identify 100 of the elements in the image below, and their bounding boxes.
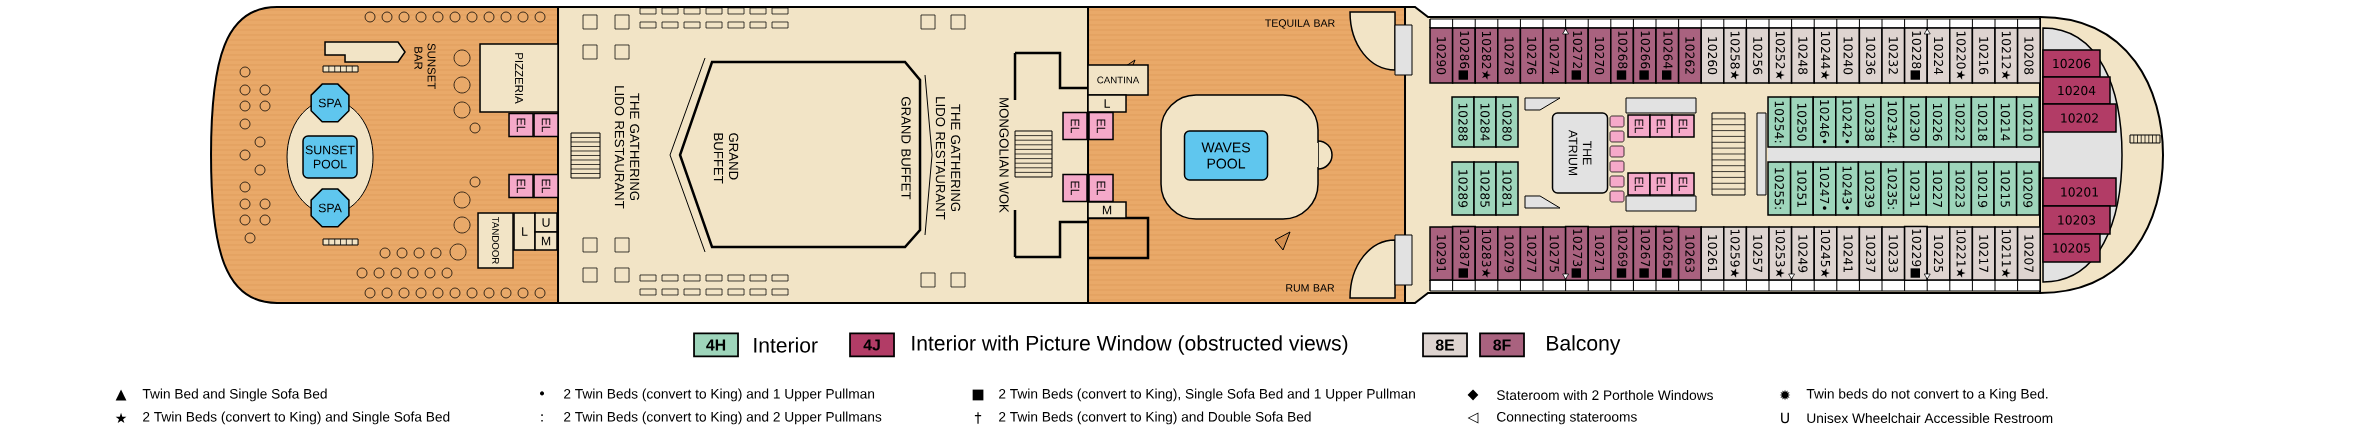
venue-label: THE GATHERING LIDO RESTAURANT [935,97,961,220]
elevator-box: EL [1088,111,1114,141]
pool: SUNSET POOL [302,135,358,179]
elevator-box: EL [1088,173,1114,203]
stateroom: 10278 [1497,27,1522,84]
stateroom: 10279 [1497,226,1522,281]
stateroom: 10212★ [1994,27,2019,84]
restroom-box: U [534,212,558,233]
stateroom: 10214 [1993,96,2018,148]
buffet-area: GRAND BUFFET GRAND BUFFET [669,57,933,253]
venue-label: SUNSET BAR [414,43,436,90]
stateroom: 10264■ [1655,27,1680,84]
stateroom: 10235: [1880,161,1905,216]
stateroom: 10246• [1812,96,1837,148]
legend-text: 2 Twin Beds (convert to King) and Single Sofa Bed [143,411,450,425]
elevator-box: EL [1627,114,1651,138]
stateroom: 10202 [2042,103,2117,133]
venue-label: TEQUILA BAR [1265,19,1335,29]
stateroom: 10223 [1948,161,1973,216]
legend-text: Twin beds do not convert to a King Bed. [1806,388,2048,402]
stateroom: 10253★ [1768,226,1793,281]
stateroom: 10289 [1451,161,1475,216]
legend-symbol: • [540,391,545,396]
stateroom: 10276 [1519,27,1544,84]
stateroom: 10265■ [1655,225,1680,282]
stateroom: 10203 [2042,205,2111,235]
stateroom: 10252★ [1768,27,1793,84]
stateroom: 10273■ [1564,225,1589,282]
stateroom: 10233 [1881,226,1906,281]
stateroom: 10240 [1836,27,1861,84]
legend-symbol: ★ [115,412,127,424]
stateroom: 10258★ [1723,27,1748,84]
elevator-box: EL [533,112,559,138]
stateroom: 10224 [1926,27,1951,84]
stateroom: 10281 [1495,161,1519,216]
legend-text: Stateroom with 2 Porthole Windows [1497,389,1713,401]
stateroom: 10291 [1429,226,1454,281]
stateroom: 10270 [1587,27,1612,84]
restroom-box: L [513,212,536,251]
stateroom: 10280 [1495,96,1519,148]
elevator-box: EL [1649,172,1673,196]
stateroom: 10232 [1881,27,1906,84]
legend-symbol: ✹ [1779,389,1791,401]
stateroom: 10257 [1745,226,1770,281]
elevator-box: EL [533,173,559,199]
stateroom: 10239 [1857,161,1882,216]
stateroom: 10205 [2042,233,2101,263]
stateroom: 10234: [1880,96,1905,148]
stateroom: 10259★ [1723,226,1748,281]
elevator-box: EL [1649,114,1673,138]
elevator-box: EL [1671,172,1695,196]
legend-symbol: † [974,412,982,424]
stateroom: 10209 [2015,161,2040,216]
stateroom: 10211★ [1994,226,2019,281]
stateroom: 10284 [1473,96,1497,148]
venue-label: MONGOLIAN WOK [999,98,1009,213]
stateroom: 10283★ [1474,226,1499,281]
stateroom: 10242• [1835,96,1860,148]
stateroom: 10271 [1587,226,1612,281]
stateroom: 10231 [1902,161,1927,216]
stateroom: 10274 [1542,27,1567,84]
stateroom: 10269■ [1610,225,1635,282]
legend-symbol: U [1781,412,1789,424]
stateroom: 10254: [1767,96,1792,148]
stateroom: 10237 [1858,226,1883,281]
stateroom: 10256 [1745,27,1770,84]
legend-text: Interior [754,337,818,353]
stateroom: 10261 [1700,226,1725,281]
stateroom: 10204 [2042,76,2111,105]
legend-text: Twin Bed and Single Sofa Bed [142,388,327,402]
stateroom: 10230 [1902,96,1927,148]
stateroom: 10266■ [1632,27,1657,84]
stateroom: 10251 [1789,161,1814,216]
stateroom: 10267■ [1632,225,1657,282]
elevator-box: EL [508,173,534,199]
stateroom: 10226 [1925,96,1950,148]
elevator-box: EL [1627,172,1651,196]
legend-text: 2 Twin Beds (convert to King) and 1 Upper Pullman [564,388,875,402]
stateroom: 10215 [1993,161,2018,216]
restroom-box: M [1087,201,1127,219]
stateroom: 10248 [1790,27,1815,84]
restroom-box: M [534,231,558,251]
stateroom: 10268■ [1610,27,1635,84]
stateroom: 10241 [1836,226,1861,281]
stateroom: 10244★ [1813,27,1838,84]
stateroom: 10263 [1677,226,1702,281]
legend-text: 2 Twin Beds (convert to King), Single Sofa Bed and 1 Upper Pullman [999,388,1415,402]
stateroom: 10210 [2015,96,2040,148]
stateroom: 10228■ [1903,27,1928,84]
legend-text: Unisex Wheelchair Accessible Restroom [1807,412,2053,424]
stateroom: 10262 [1677,27,1702,84]
stateroom: 10275 [1542,226,1567,281]
stateroom: 10217 [1971,226,1996,281]
legend-symbol: ▲ [115,389,127,401]
stateroom: 10229■ [1903,225,1928,282]
stateroom: 10255: [1767,161,1792,216]
venue-label: THE GATHERING LIDO RESTAURANT [614,86,640,209]
stateroom: 10201 [2042,177,2117,207]
legend-text: Connecting staterooms [1497,411,1637,425]
stateroom: 10288 [1451,96,1475,148]
